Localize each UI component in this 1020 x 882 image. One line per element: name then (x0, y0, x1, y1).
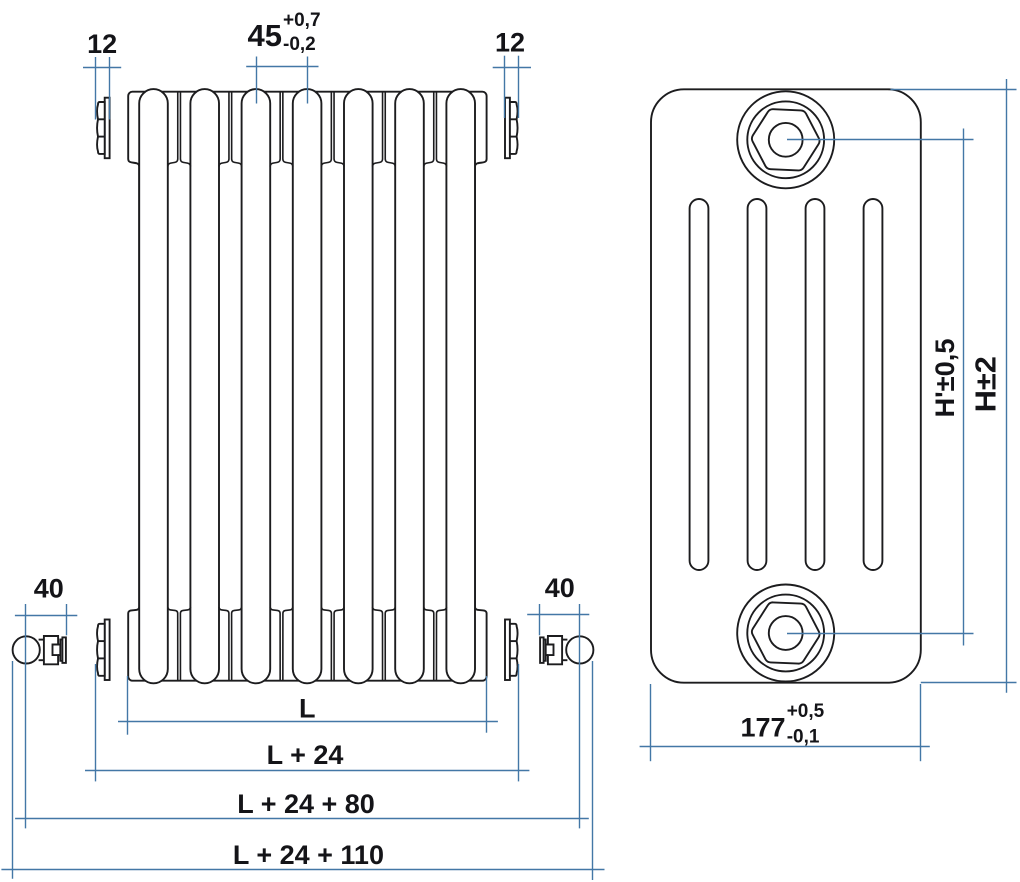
svg-text:L: L (299, 694, 316, 724)
svg-text:L + 24: L + 24 (267, 740, 344, 770)
svg-text:L + 24 + 110: L + 24 + 110 (233, 840, 384, 870)
svg-text:+0,7: +0,7 (283, 10, 321, 31)
svg-text:12: 12 (495, 28, 525, 58)
svg-text:40: 40 (34, 574, 64, 604)
svg-text:40: 40 (545, 573, 575, 603)
svg-text:H±2: H±2 (971, 356, 1003, 412)
svg-text:12: 12 (87, 29, 117, 59)
svg-text:+0,5: +0,5 (787, 701, 825, 722)
svg-text:H'±0,5: H'±0,5 (930, 339, 960, 418)
svg-text:-0,1: -0,1 (787, 727, 820, 748)
svg-text:45: 45 (248, 18, 282, 53)
svg-text:177: 177 (740, 712, 785, 742)
svg-text:-0,2: -0,2 (283, 34, 316, 55)
svg-text:L + 24 + 80: L + 24 + 80 (237, 789, 375, 819)
